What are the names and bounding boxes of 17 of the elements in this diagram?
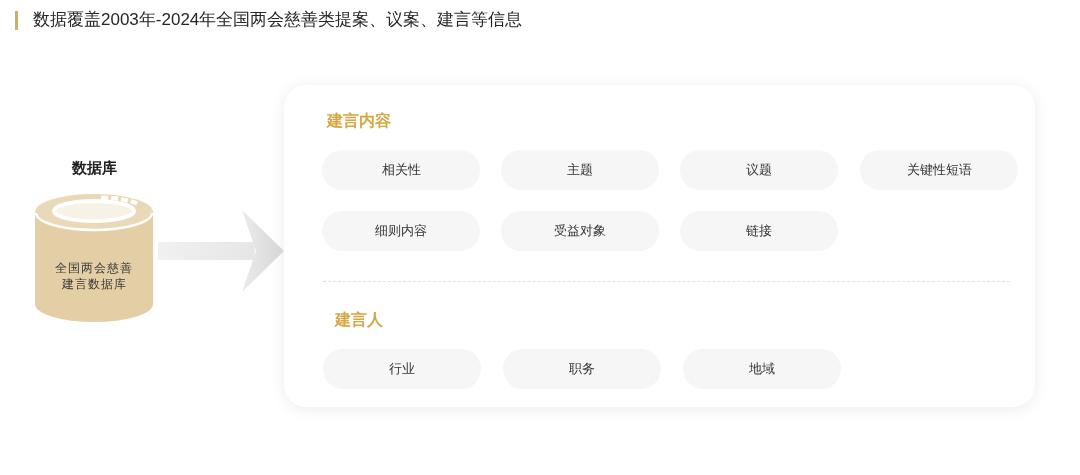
category-tag: 议题: [680, 150, 838, 190]
category-tag: 主题: [501, 150, 659, 190]
category-tag: 受益对象: [501, 211, 659, 251]
content-panel: [284, 85, 1035, 407]
database-heading: 数据库: [70, 158, 118, 178]
category-tag: 链接: [680, 211, 838, 251]
database-label: 全国两会慈善建言数据库: [54, 260, 134, 292]
section-heading: 建言人: [335, 310, 383, 330]
arrow: [158, 210, 284, 292]
title-text: 数据覆盖2003年-2024年全国两会慈善类提案、议案、建言等信息: [33, 9, 523, 31]
category-tag: 地域: [683, 349, 841, 389]
category-tag: 行业: [323, 349, 481, 389]
category-tag: 职务: [503, 349, 661, 389]
category-tag: 相关性: [322, 150, 480, 190]
category-tag: 关键性短语: [860, 150, 1018, 190]
section-heading: 建言内容: [327, 111, 391, 131]
category-tag: 细则内容: [322, 211, 480, 251]
